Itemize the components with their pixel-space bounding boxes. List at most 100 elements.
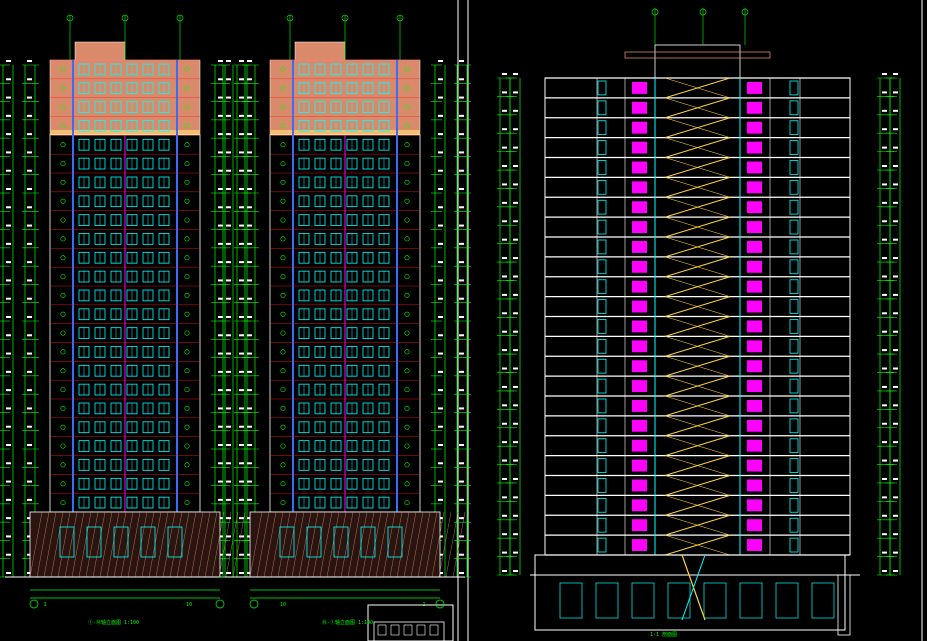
elevation-mark <box>513 128 518 131</box>
podium-hatch <box>319 511 333 578</box>
elevation-mark <box>247 188 252 190</box>
elevation-mark <box>6 261 11 264</box>
elevation-mark <box>226 480 231 483</box>
elevation-mark <box>513 183 518 186</box>
elevation-mark <box>459 96 464 99</box>
elevation-mark <box>438 517 443 520</box>
stair-flight <box>664 415 731 437</box>
elevation-mark <box>218 297 223 300</box>
elevation-mark <box>239 261 244 264</box>
elevation-mark <box>438 572 443 574</box>
elevation-mark <box>239 498 244 501</box>
elevation-mark <box>438 133 443 136</box>
elevation-mark <box>226 297 231 300</box>
elevation-mark <box>882 293 887 296</box>
elevation-mark <box>882 330 887 333</box>
balcony-marker <box>60 161 66 167</box>
elevation-mark <box>226 334 231 337</box>
elevation-mark <box>247 114 252 117</box>
elevation-mark <box>502 183 507 186</box>
stair-flight <box>664 77 731 99</box>
elevation-mark <box>239 480 244 483</box>
section-window <box>789 319 799 334</box>
section-door-opening <box>632 82 647 94</box>
elevation-b-caption: ⑩-①轴立面图 1:100 <box>322 619 373 626</box>
podium-window <box>333 526 349 558</box>
elevation-mark <box>247 352 252 355</box>
section-door-opening <box>632 201 647 214</box>
elevation-mark <box>226 60 231 62</box>
section-window <box>597 179 607 195</box>
section-view <box>497 8 901 636</box>
elevation-mark <box>513 257 518 260</box>
axis-bubble-a-left: 1 <box>43 602 46 608</box>
podium-window <box>387 526 403 558</box>
elevation-mark <box>882 183 887 186</box>
elevation-mark <box>882 349 887 352</box>
elevation-mark <box>438 206 443 209</box>
axis-bubble <box>435 599 445 609</box>
dimension-ladder <box>877 73 894 576</box>
balcony-marker <box>280 481 286 487</box>
elevation-mark <box>893 91 898 94</box>
elevation-mark <box>27 224 32 227</box>
elevation-mark <box>438 224 443 227</box>
elevation-mark <box>247 78 252 81</box>
elevation-mark <box>513 533 518 536</box>
stair-flight <box>664 296 731 317</box>
elevation-mark <box>27 60 32 62</box>
elevation-mark <box>27 169 32 172</box>
section-door-opening <box>632 459 647 472</box>
section-window <box>789 259 799 275</box>
elevation-mark <box>513 146 518 149</box>
section-door-opening <box>747 181 762 194</box>
stair-flight <box>664 375 731 397</box>
podium-hatch <box>64 511 78 578</box>
elevation-mark <box>239 133 244 136</box>
balcony-marker <box>280 405 286 411</box>
dimension-ladder <box>0 60 14 578</box>
stair-flight <box>664 157 731 178</box>
elevation-mark <box>502 165 507 168</box>
podium-hatch <box>155 511 169 578</box>
elevation-mark <box>218 261 223 264</box>
section-door-opening <box>632 280 647 293</box>
section-window <box>597 219 607 235</box>
podium-hatch <box>375 511 389 578</box>
elevation-mark <box>893 275 898 278</box>
title-block-window <box>377 624 387 636</box>
section-door-opening <box>632 340 647 353</box>
podium-hatch <box>99 511 113 578</box>
elevation-mark <box>502 441 507 444</box>
elevation-mark <box>218 114 223 117</box>
balcony-marker <box>280 104 286 110</box>
elevation-mark <box>226 169 231 172</box>
elevation-mark <box>893 201 898 204</box>
balcony-marker <box>404 349 410 355</box>
elevation-mark <box>226 535 231 538</box>
balcony-marker <box>404 405 410 411</box>
elevation-mark <box>239 224 244 227</box>
elevation-mark <box>502 514 507 517</box>
balcony-marker <box>404 274 410 280</box>
podium-window <box>360 526 376 558</box>
balcony-marker <box>184 311 190 317</box>
elevation-mark <box>513 514 518 517</box>
podium-hatch <box>183 511 197 578</box>
balcony-marker <box>280 387 286 393</box>
elevation-a <box>0 14 251 609</box>
elevation-mark <box>27 78 32 81</box>
elevation-mark <box>239 114 244 117</box>
podium-hatch <box>396 511 410 578</box>
dimension-ladder <box>431 60 446 578</box>
elevation-mark <box>247 462 252 465</box>
elevation-mark <box>247 389 252 392</box>
elevation-mark <box>438 151 443 154</box>
section-door-opening <box>747 400 762 412</box>
elevation-mark <box>513 367 518 370</box>
elevation-mark <box>6 96 11 99</box>
elevation-mark <box>882 477 887 480</box>
elevation-mark <box>438 78 443 81</box>
balcony-marker <box>280 236 286 242</box>
podium-hatch <box>424 511 438 578</box>
